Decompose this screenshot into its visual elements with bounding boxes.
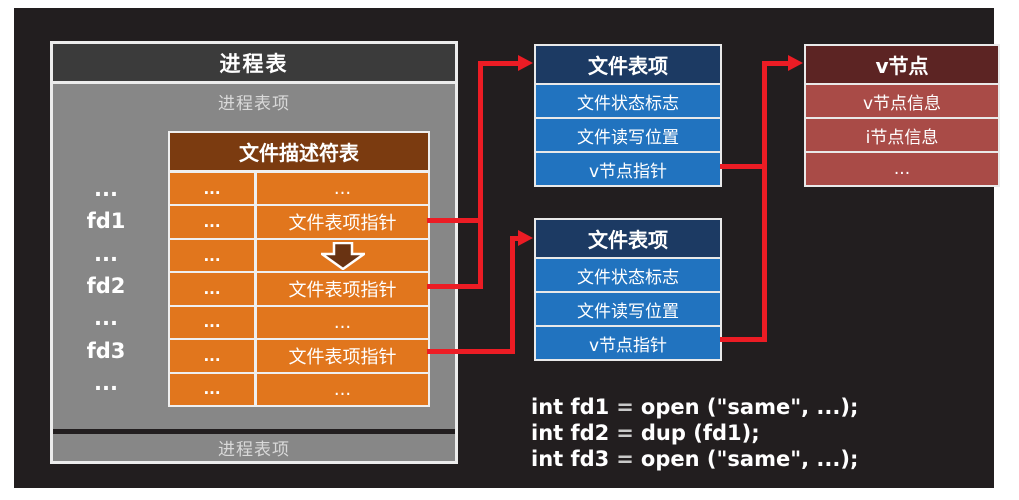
process-table-title: 进程表 xyxy=(53,44,455,81)
table-row-dup: ... xyxy=(170,237,428,272)
arrow-fd1-horizontal xyxy=(427,218,482,223)
arrow-into-file-entry-2-line xyxy=(510,236,520,241)
fd-label-fd2: fd2 xyxy=(86,273,126,298)
vnode-title: v节点 xyxy=(806,46,998,85)
cell: ... xyxy=(170,373,257,405)
table-row-fd3: ... 文件表项指针 xyxy=(170,338,428,372)
file-descriptor-table-title: 文件描述符表 xyxy=(170,133,428,173)
arrow-into-file-entry-1-line xyxy=(478,61,518,66)
cell xyxy=(257,240,428,271)
cell: ... xyxy=(170,273,257,305)
arrow-fd3-horizontal xyxy=(427,349,514,354)
down-arrow-icon xyxy=(320,241,365,270)
cell: ... xyxy=(170,340,257,372)
cell: ... xyxy=(333,178,352,200)
file-descriptor-rows: ... ... ... 文件表项指针 ... ... xyxy=(170,173,428,405)
file-table-entry-1: 文件表项 文件状态标志 文件读写位置 v节点指针 xyxy=(534,44,722,187)
vnode-box: v节点 v节点信息 i节点信息 ... xyxy=(804,44,1000,187)
file-rw-position: 文件读写位置 xyxy=(536,291,720,325)
arrow-vnode-pointer-1-horizontal xyxy=(720,164,764,169)
divider xyxy=(53,81,455,84)
file-rw-position: 文件读写位置 xyxy=(536,117,720,151)
divider xyxy=(53,429,455,434)
vnode-ellipsis: ... xyxy=(806,151,998,185)
table-row: ... ... xyxy=(170,173,428,205)
fd-label-fd1: fd1 xyxy=(86,209,126,234)
vnode-pointer: v节点指针 xyxy=(536,325,720,359)
file-table-entry-2: 文件表项 文件状态标志 文件读写位置 v节点指针 xyxy=(534,218,722,361)
fd-label-fd3: fd3 xyxy=(86,338,126,363)
code-line-2: int fd2=dup (fd1); xyxy=(531,421,760,445)
process-entry-label-top: 进程表项 xyxy=(218,94,290,114)
arrow-vnode-vertical xyxy=(762,61,767,342)
fd-label-column: ... fd1 ... fd2 ... fd3 ... xyxy=(58,173,154,399)
arrowhead-into-file-entry-1 xyxy=(518,55,533,71)
file-table-entry-1-title: 文件表项 xyxy=(536,46,720,85)
vnode-pointer: v节点指针 xyxy=(536,151,720,185)
code-line-3: int fd3=open ("same", ...); xyxy=(531,447,859,471)
cell: ... xyxy=(333,311,352,333)
cell: ... xyxy=(170,306,257,339)
table-row: ... ... xyxy=(170,371,428,405)
table-row: ... ... xyxy=(170,304,428,339)
fd-label: ... xyxy=(94,241,118,266)
file-table-pointer-cell: 文件表项指针 xyxy=(288,213,397,235)
file-descriptor-table: 文件描述符表 ... ... ... 文件表项指针 ... xyxy=(168,131,430,407)
table-row-fd2: ... 文件表项指针 xyxy=(170,271,428,305)
table-row-fd1: ... 文件表项指针 xyxy=(170,204,428,238)
cell: ... xyxy=(333,378,352,400)
file-status-flags: 文件状态标志 xyxy=(536,85,720,117)
file-table-entry-2-title: 文件表项 xyxy=(536,220,720,259)
fd-label: ... xyxy=(94,370,118,395)
cell: ... xyxy=(170,239,257,272)
inode-info: i节点信息 xyxy=(806,117,998,151)
vnode-info: v节点信息 xyxy=(806,85,998,117)
arrow-fd2-horizontal xyxy=(427,284,482,289)
file-status-flags: 文件状态标志 xyxy=(536,259,720,291)
arrow-vnode-pointer-2-horizontal xyxy=(720,337,764,342)
code-line-1: int fd1=open ("same", ...); xyxy=(531,395,859,419)
fd-label: ... xyxy=(94,306,118,331)
cell: ... xyxy=(170,206,257,238)
arrow-fd1-fd2-vertical xyxy=(478,61,483,289)
arrowhead-into-file-entry-2 xyxy=(518,230,533,246)
code-snippet: int fd1=open ("same", ...); int fd2=dup … xyxy=(531,394,858,472)
file-table-pointer-cell: 文件表项指针 xyxy=(288,346,397,368)
diagram-panel: 进程表 进程表项 进程表项 ... fd1 ... fd2 ... fd3 ..… xyxy=(14,8,1000,488)
arrowhead-into-vnode xyxy=(788,55,803,71)
cell: ... xyxy=(170,173,257,205)
process-entry-label-bottom: 进程表项 xyxy=(53,434,455,461)
file-table-pointer-cell: 文件表项指针 xyxy=(288,279,397,301)
fd-label: ... xyxy=(94,177,118,202)
arrow-into-vnode-line xyxy=(762,61,790,66)
arrow-fd3-vertical xyxy=(510,236,515,354)
